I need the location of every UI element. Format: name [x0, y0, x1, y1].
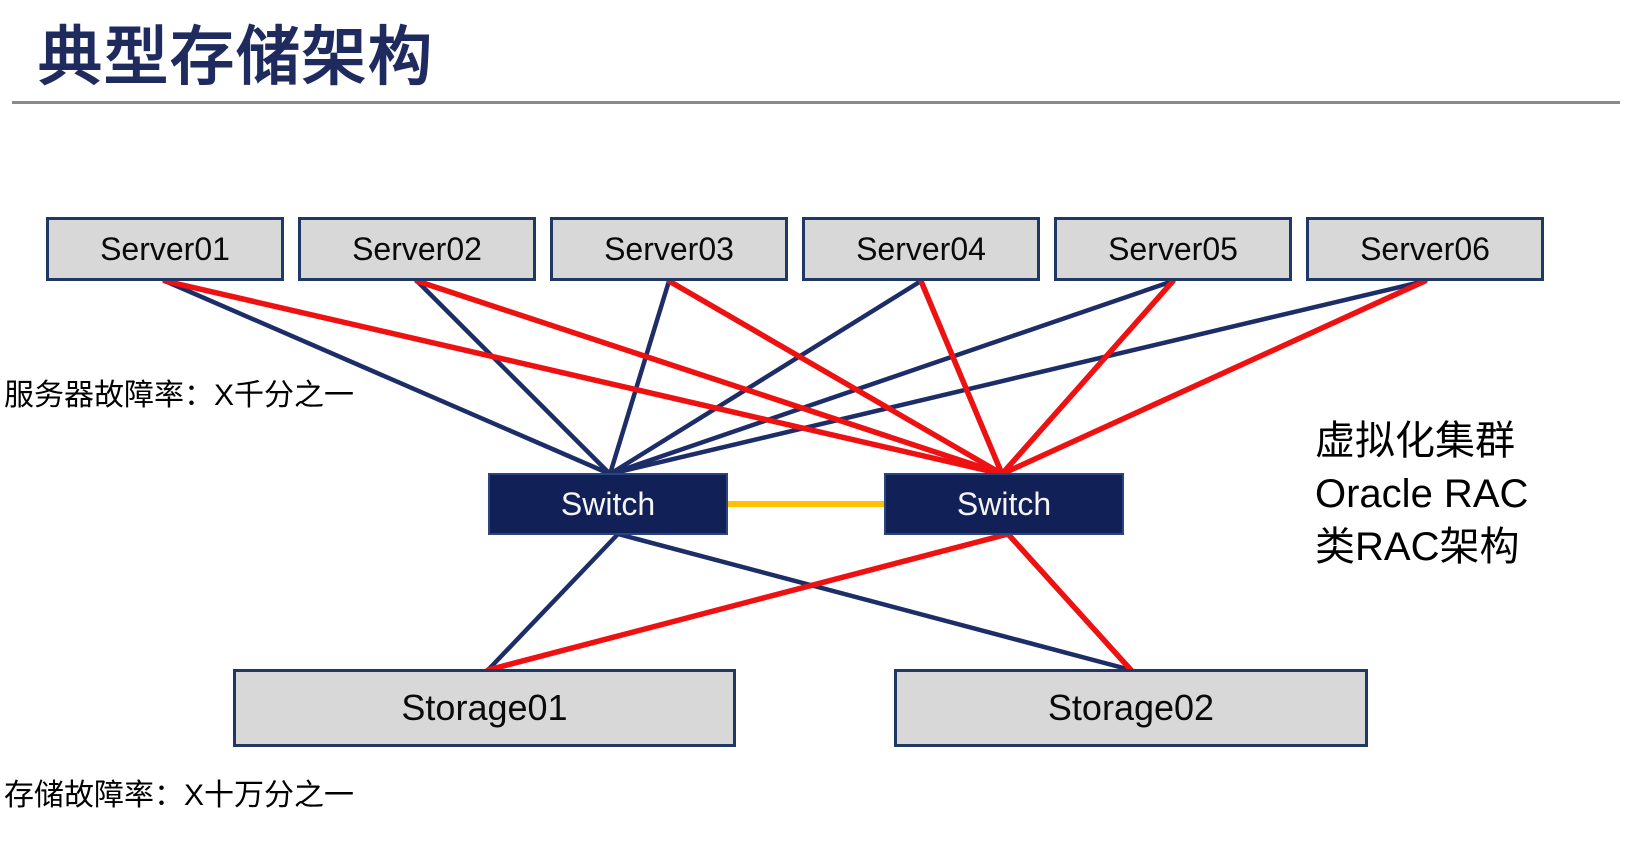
server-node-6: Server06 [1306, 217, 1544, 281]
link-server5-switch2 [999, 278, 1176, 477]
server-label: Server01 [100, 230, 230, 267]
server-node-5: Server05 [1054, 217, 1292, 281]
cluster-note: 虚拟化集群 Oracle RAC 类RAC架构 [1315, 415, 1528, 574]
server-node-1: Server01 [46, 217, 284, 281]
cluster-note-line: 类RAC架构 [1315, 525, 1520, 569]
link-server2-switch2 [414, 278, 1005, 477]
server-label: Server02 [352, 230, 482, 267]
link-server1-switch2 [162, 278, 1005, 477]
storage-label: Storage02 [1047, 687, 1215, 728]
server-failure-rate-note: 服务器故障率：X千分之一 [4, 379, 355, 412]
cluster-note-line: 虚拟化集群 [1315, 419, 1515, 463]
link-server4-switch1 [607, 278, 924, 477]
server-node-4: Server04 [802, 217, 1040, 281]
switch-node-2: Switch [884, 473, 1124, 535]
switch-label: Switch [956, 485, 1052, 522]
cluster-note-line: Oracle RAC [1315, 472, 1529, 516]
switch-node-1: Switch [488, 473, 728, 535]
storage-failure-rate-note: 存储故障率：X十万分之一 [4, 779, 355, 812]
link-switch2-storage1 [485, 531, 1011, 673]
link-server6-switch2 [999, 278, 1428, 477]
storage-label: Storage01 [401, 687, 568, 728]
link-server2-switch1 [414, 278, 613, 477]
link-server3-switch2 [666, 278, 1005, 477]
server-label: Server03 [604, 230, 734, 267]
server-label: Server06 [1360, 230, 1490, 267]
title-divider [12, 101, 1620, 104]
server-label: Server05 [1108, 230, 1238, 267]
link-server4-switch2 [918, 278, 1005, 477]
link-server3-switch1 [607, 278, 672, 477]
storage-node-1: Storage01 [233, 669, 736, 747]
link-switch2-storage2 [1005, 531, 1134, 673]
server-node-2: Server02 [298, 217, 536, 281]
server-label: Server04 [856, 230, 986, 267]
storage-node-2: Storage02 [894, 669, 1368, 747]
page-title: 典型存储架构 [38, 21, 434, 93]
link-switch1-storage2 [615, 531, 1134, 673]
link-switch1-storage1 [485, 531, 621, 673]
link-server6-switch1 [607, 278, 1428, 477]
link-server1-switch1 [162, 278, 613, 477]
switch-label: Switch [560, 485, 656, 522]
server-node-3: Server03 [550, 217, 788, 281]
link-server5-switch1 [607, 278, 1176, 477]
